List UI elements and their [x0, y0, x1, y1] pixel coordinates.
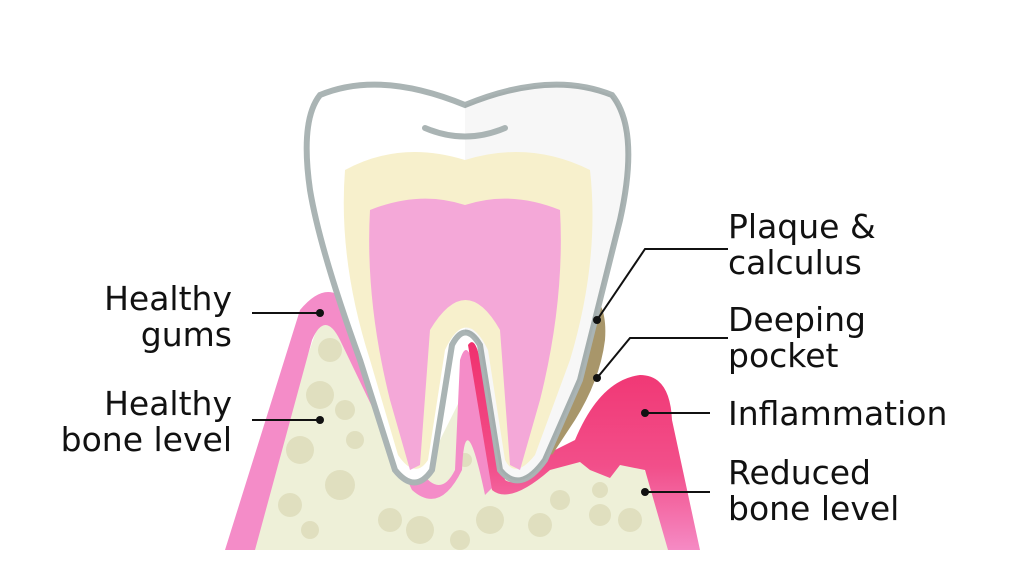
leader-dots	[316, 309, 649, 496]
label-inflammation: Inflammation	[728, 394, 947, 433]
inflamed-gum	[468, 342, 700, 550]
crown-groove	[422, 125, 508, 140]
leader-lines	[252, 248, 728, 493]
label-plaque-calculus: Plaque &calculus	[728, 207, 876, 282]
pulp-inner	[438, 307, 494, 345]
bone-spots	[278, 338, 642, 550]
healthy-gum	[225, 292, 500, 550]
pulp	[369, 198, 561, 471]
